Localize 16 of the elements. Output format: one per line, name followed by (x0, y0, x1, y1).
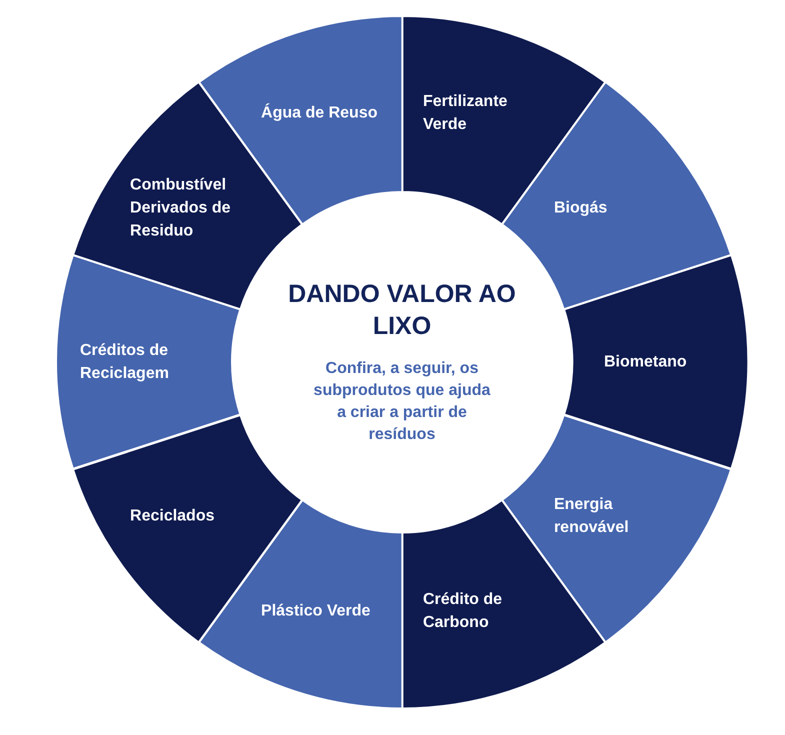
ring-segment (56, 255, 240, 469)
ring-segment (564, 255, 748, 469)
segment-label: Plástico Verde (261, 602, 372, 622)
segment-label: Reciclados (130, 506, 216, 526)
segment-label: Biometano (604, 352, 688, 372)
segment-label: Biogás (554, 198, 608, 218)
center-description: Confira, a seguir, os subprodutos que ajuda a criar a partir de resíduos (312, 359, 492, 445)
segment-label: Crédito de Carbono (422, 590, 504, 634)
segment-label: Créditos de Reciclagem (80, 340, 170, 384)
segment-label: Fertilizante Verde (422, 92, 508, 135)
segment-label: Água de Reuso (261, 102, 378, 124)
ring-segment (402, 16, 606, 224)
center-title: DANDO VALOR AO LIXO (287, 279, 517, 342)
segment-label: Combustível Derivados de Residuo (130, 175, 232, 242)
segment-label: Energia renovável (554, 494, 630, 538)
ring-segment (502, 414, 732, 642)
